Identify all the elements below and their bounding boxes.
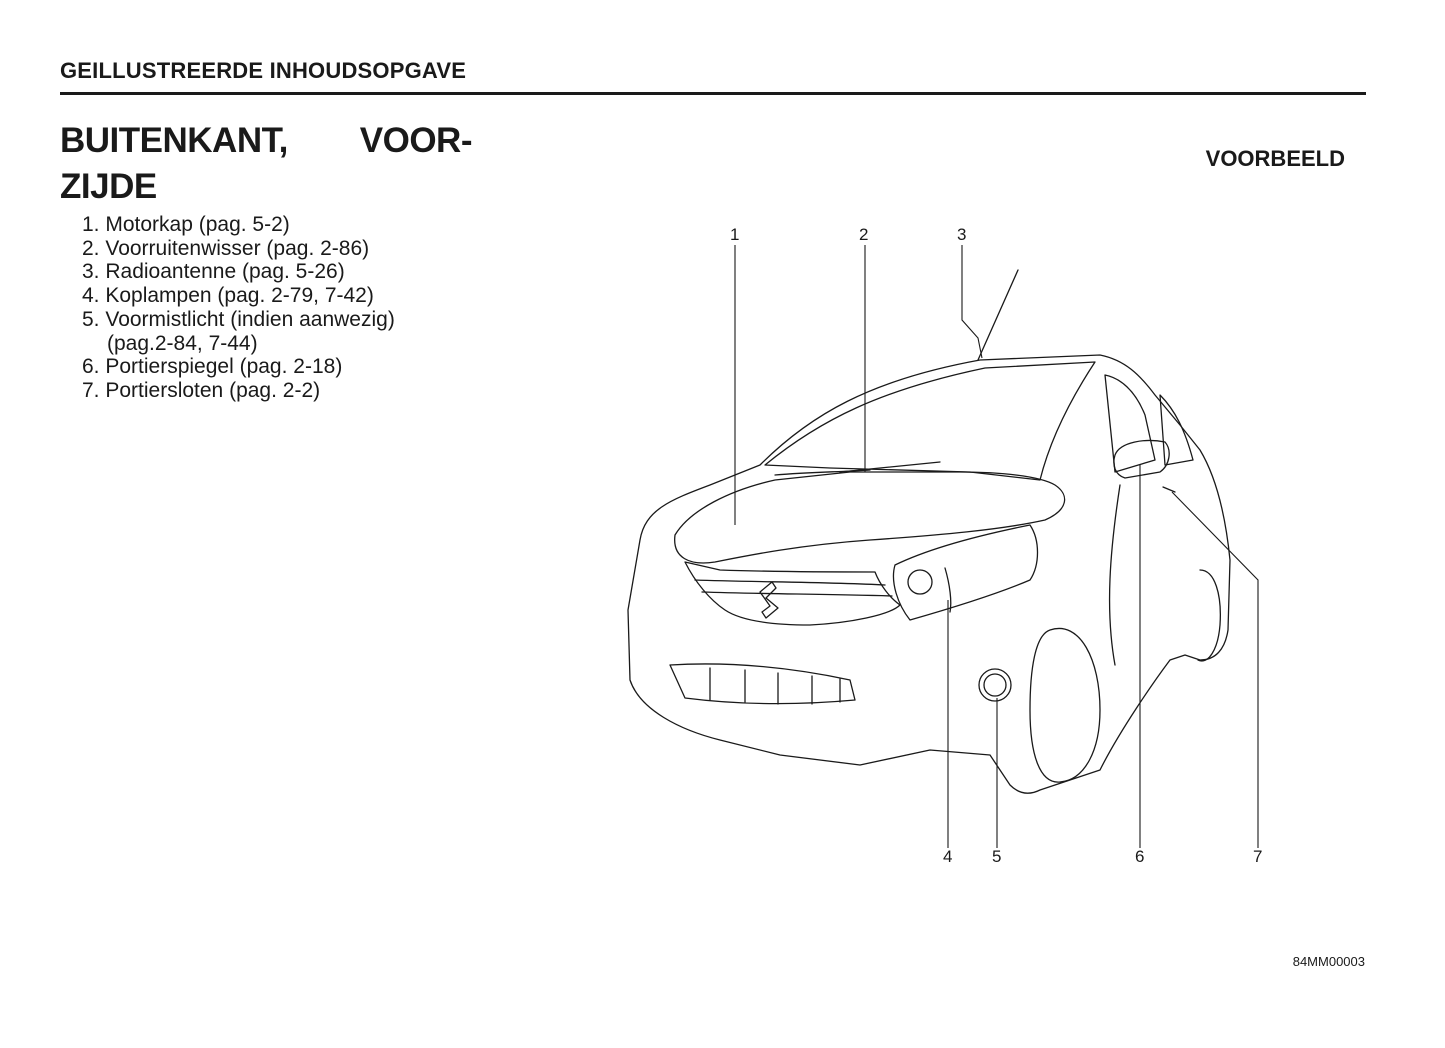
title-part-1: BUITENKANT, (60, 121, 288, 160)
hood-outline (674, 471, 1066, 564)
list-item: 7. Portiersloten (pag. 2-2) (82, 378, 321, 402)
car-body-outline (627, 354, 1231, 794)
callout-label: 2 (859, 225, 868, 244)
callout-label: 4 (943, 847, 952, 866)
callout-label: 6 (1135, 847, 1144, 866)
title-part-3: ZIJDE (60, 167, 157, 206)
rear-wheel (1197, 569, 1221, 662)
headlight (892, 524, 1039, 621)
list-item: 2. Voorruitenwisser (pag. 2-86) (82, 236, 370, 260)
list-item-continuation: (pag.2-84, 7-44) (107, 331, 258, 355)
title-part-2: VOOR- (359, 121, 473, 160)
side-window (1104, 374, 1156, 473)
leader-line-7 (1171, 491, 1259, 848)
door-handle (1162, 486, 1176, 493)
list-item: 5. Voormistlicht (indien aanwezig) (82, 307, 395, 331)
list-item: 4. Koplampen (pag. 2-79, 7-42) (82, 284, 374, 308)
page-title: BUITENKANT, VOOR- ZIJDE (60, 118, 480, 210)
list-item: 1. Motorkap (pag. 5-2) (82, 213, 290, 236)
parts-list: 1. Motorkap (pag. 5-2) 2. Voorruitenwiss… (82, 213, 395, 403)
grille (684, 561, 901, 626)
door-line (1108, 484, 1121, 666)
list-item: 3. Radioantenne (pag. 5-26) (82, 260, 345, 284)
lower-grille (669, 663, 856, 705)
list-item: 6. Portierspiegel (pag. 2-18) (82, 355, 343, 379)
example-label: VOORBEELD (1205, 146, 1345, 171)
callout-labels: 1 2 3 4 5 6 7 (730, 225, 1262, 866)
grille-slats (709, 667, 841, 705)
callout-label: 3 (957, 225, 966, 244)
car-front-illustration: 1 2 3 4 5 6 7 (627, 225, 1262, 866)
figure-code: 84MM00003 (1292, 954, 1365, 969)
leader-line-3 (961, 245, 983, 359)
callout-label: 7 (1253, 847, 1262, 866)
front-wheel (1029, 627, 1101, 783)
antenna (977, 269, 1019, 361)
callout-label: 5 (992, 847, 1001, 866)
callout-label: 1 (730, 225, 739, 244)
section-header: GEILLUSTREERDE INHOUDSOPGAVE (60, 58, 467, 83)
rear-window (1159, 394, 1194, 466)
header-rule (60, 92, 1366, 95)
windshield (764, 361, 1096, 481)
fog-lamp (978, 668, 1012, 702)
emblem (759, 581, 779, 619)
door-mirror (1113, 439, 1170, 479)
